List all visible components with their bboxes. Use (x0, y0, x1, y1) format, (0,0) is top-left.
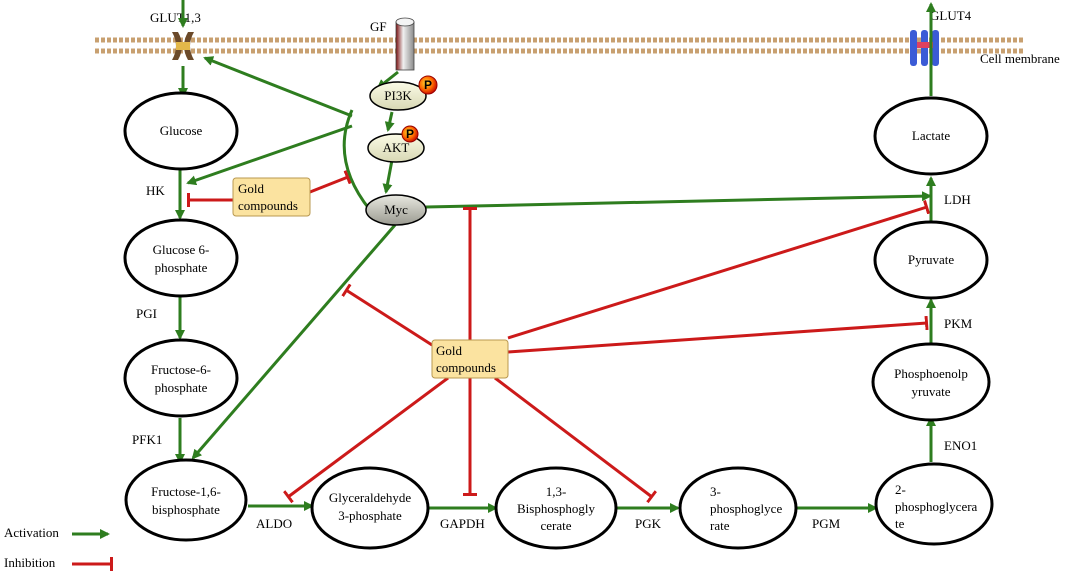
gold-center-line2: compounds (436, 360, 496, 375)
pg3-line1: 3- (710, 484, 721, 499)
metabolite-fructose-6-phosphate: Fructose-6- phosphate (123, 338, 239, 418)
f16bp-line1: Fructose-1,6- (151, 484, 221, 499)
metabolite-pyruvate: Pyruvate (873, 220, 989, 300)
myc-node: Myc (365, 194, 427, 226)
cell-membrane-label: Cell membrane (980, 51, 1060, 66)
f6p-line1: Fructose-6- (151, 362, 211, 377)
pi3k-node: PI3K P (369, 75, 438, 111)
phospho-icon (418, 75, 438, 95)
gold-compounds-box-top: Gold compounds (232, 177, 311, 217)
f6p-line2: phosphate (155, 380, 208, 395)
pg3-line3: rate (710, 518, 730, 533)
metabolite-glucose: Glucose (123, 91, 239, 171)
enzyme-pkm: PKM (944, 316, 973, 331)
enzyme-gapdh: GAPDH (440, 516, 485, 531)
pep-line2: yruvate (912, 384, 951, 399)
enzyme-ldh: LDH (944, 192, 971, 207)
legend: Activation Inhibition (4, 525, 113, 571)
metabolite-glucose-6-phosphate: Glucose 6- phosphate (123, 218, 239, 298)
gold-compounds-box-center: Gold compounds (431, 339, 509, 379)
pg3-line2: phosphoglyce (710, 501, 782, 516)
inhibition-arrows (187, 170, 931, 504)
enzyme-pgm: PGM (812, 516, 841, 531)
metabolite-phosphoenolpyruvate: Phosphoenolp yruvate (871, 342, 991, 422)
enzyme-pgi: PGI (136, 306, 157, 321)
glut4-label: GLUT4 (930, 8, 972, 23)
metabolite-1-3-bisphosphoglycerate: 1,3- Bisphosphogly cerate (494, 466, 618, 550)
g6p-line2: phosphate (155, 260, 208, 275)
pg2-line2: phosphoglycera (895, 499, 978, 514)
g3p-line2: 3-phosphate (338, 508, 402, 523)
g3p-line1: Glyceraldehyde (329, 490, 412, 505)
phospho-label-pi3k: P (424, 78, 432, 92)
phospho-icon (401, 125, 419, 143)
bpg-line1: 1,3- (546, 484, 567, 499)
f16bp-line2: bisphosphate (152, 502, 220, 517)
metabolite-glyceraldehyde-3-phosphate: Glyceraldehyde 3-phosphate (310, 466, 430, 550)
pg2-line3: te (895, 516, 905, 531)
glut4-transporter-icon (910, 30, 939, 66)
g6p-line1: Glucose 6- (153, 242, 210, 257)
enzyme-pfk1: PFK1 (132, 432, 162, 447)
pg2-line1: 2- (895, 482, 906, 497)
cell-membrane (95, 37, 1025, 54)
glut13-transporter-icon (172, 32, 194, 60)
pep-line1: Phosphoenolp (894, 366, 968, 381)
phospho-label-akt: P (406, 127, 414, 141)
enzyme-pgk: PGK (635, 516, 662, 531)
activation-arrows (175, 0, 936, 513)
metabolite-3-phosphoglycerate: 3- phosphoglyce rate (678, 466, 798, 550)
legend-inhibition-label: Inhibition (4, 555, 56, 570)
metabolite-lactate: Lactate (873, 96, 989, 176)
gold-center-line1: Gold (436, 343, 463, 358)
pi3k-label: PI3K (384, 88, 412, 103)
myc-label: Myc (384, 202, 408, 217)
gf-label: GF (370, 19, 387, 34)
gf-receptor-icon (395, 17, 415, 71)
glucose-label: Glucose (160, 123, 203, 138)
metabolite-2-phosphoglycerate: 2- phosphoglycera te (874, 462, 994, 546)
legend-activation-label: Activation (4, 525, 59, 540)
lactate-label: Lactate (912, 128, 950, 143)
akt-label: AKT (383, 140, 410, 155)
enzyme-eno1: ENO1 (944, 438, 977, 453)
bpg-line2: Bisphosphogly (517, 501, 596, 516)
pyruvate-label: Pyruvate (908, 252, 954, 267)
gold-top-line2: compounds (238, 198, 298, 213)
glut13-label: GLUT1,3 (150, 10, 201, 25)
gold-top-line1: Gold (238, 181, 265, 196)
bpg-line3: cerate (540, 518, 571, 533)
enzyme-aldo: ALDO (256, 516, 292, 531)
enzyme-hk: HK (146, 183, 165, 198)
metabolite-fructose-1-6-bisphosphate: Fructose-1,6- bisphosphate (124, 458, 248, 542)
akt-node: AKT P (367, 125, 425, 163)
